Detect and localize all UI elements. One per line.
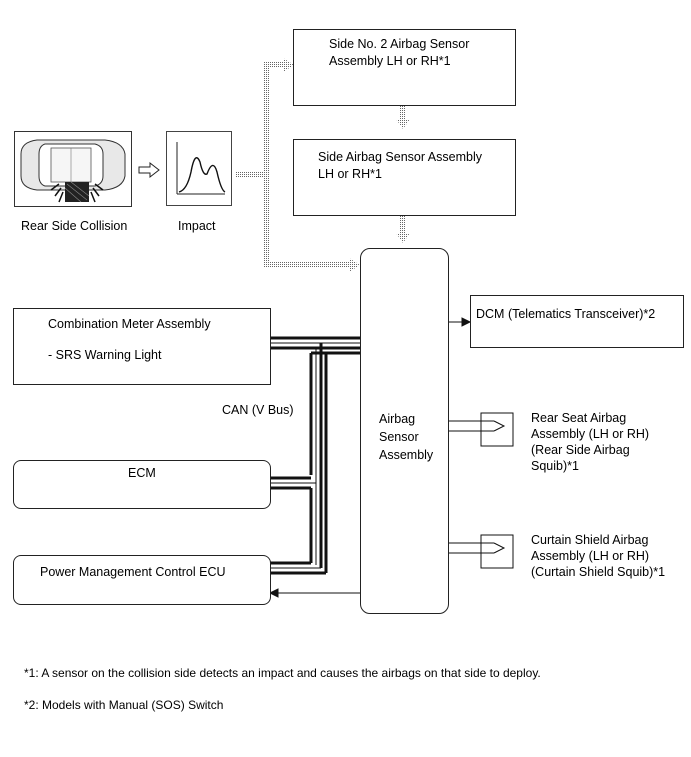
power-management-ecu-box: Power Management Control ECU <box>13 555 271 605</box>
rear-seat-airbag-line4: Squib)*1 <box>531 459 579 473</box>
airbag-ecu-line1: Airbag <box>379 412 416 426</box>
dcm-arrow <box>448 317 472 327</box>
can-bus-label: CAN (V Bus) <box>222 403 294 417</box>
ecm-box: ECM <box>13 460 271 509</box>
collision-label: Rear Side Collision <box>21 219 128 233</box>
airbag-ecu-line2: Sensor <box>379 430 419 444</box>
footnote-2: *2: Models with Manual (SOS) Switch <box>24 698 224 712</box>
curtain-airbag-line2: Assembly (LH or RH) <box>531 549 650 563</box>
can-bus <box>270 336 360 575</box>
collision-arrow <box>138 161 160 179</box>
impact-graph <box>166 131 232 206</box>
impact-waveform-icon <box>176 142 226 195</box>
pmc-signal-arrow <box>268 588 360 598</box>
rear-seat-airbag-line1: Rear Seat Airbag <box>531 411 627 425</box>
impact-label: Impact <box>178 219 216 233</box>
car-top-view-icon <box>20 139 126 203</box>
side-airbag-sensor-box: Side Airbag Sensor Assembly LH or RH*1 <box>293 139 516 216</box>
rear-seat-airbag-line2: Assembly (LH or RH) <box>531 427 650 441</box>
side-sensor-line2: LH or RH*1 <box>318 167 382 181</box>
rear-seat-airbag-line3: (Rear Side Airbag <box>531 443 630 457</box>
collision-illustration <box>14 131 132 207</box>
pmc-label: Power Management Control ECU <box>40 565 226 579</box>
side-sensor-line1: Side Airbag Sensor Assembly <box>318 150 482 164</box>
rear-seat-squib-line <box>448 412 514 447</box>
curtain-squib-line <box>448 534 514 569</box>
airbag-ecu-line3: Assembly <box>379 448 434 462</box>
dcm-label: DCM (Telematics Transceiver)*2 <box>476 307 656 321</box>
ecm-label: ECM <box>128 466 156 480</box>
side-no2-airbag-sensor-box: Side No. 2 Airbag Sensor Assembly LH or … <box>293 29 516 106</box>
curtain-airbag-line3: (Curtain Shield Squib)*1 <box>531 565 666 579</box>
combination-meter-box: Combination Meter Assembly - SRS Warning… <box>13 308 271 385</box>
side-no2-sensor-line2: Assembly LH or RH*1 <box>329 54 451 68</box>
dcm-box: DCM (Telematics Transceiver)*2 <box>470 295 684 348</box>
side-no2-sensor-line1: Side No. 2 Airbag Sensor <box>329 37 470 51</box>
impact-signal-path <box>236 58 410 272</box>
meter-srs-warning-light: - SRS Warning Light <box>48 348 162 362</box>
airbag-sensor-assembly-box: Airbag Sensor Assembly <box>360 248 449 614</box>
curtain-airbag-line1: Curtain Shield Airbag <box>531 533 649 547</box>
footnote-1: *1: A sensor on the collision side detec… <box>24 666 541 680</box>
meter-title: Combination Meter Assembly <box>48 317 211 331</box>
